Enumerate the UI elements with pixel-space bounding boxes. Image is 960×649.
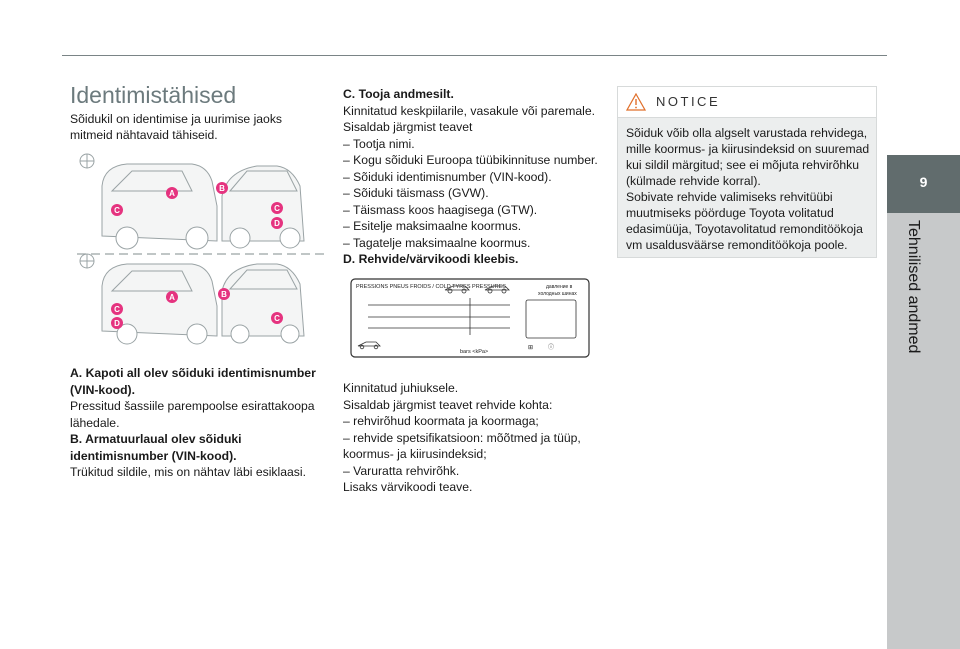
- notice-header: NOTICE: [618, 87, 876, 118]
- chapter-sidebar: [887, 213, 960, 649]
- svg-text:C: C: [274, 314, 280, 323]
- item-c-heading: C. Tooja andmesilt.: [343, 87, 454, 101]
- item-a-heading: A. Kapoti all olev sõiduki identimisnumb…: [70, 366, 316, 397]
- svg-text:ⓘ: ⓘ: [548, 343, 554, 351]
- chapter-tab[interactable]: 9: [887, 155, 960, 213]
- item-c-line: – Sõiduki täismass (GVW).: [343, 186, 489, 200]
- svg-text:C: C: [274, 204, 280, 213]
- item-d-line: Lisaks värvikoodi teave.: [343, 480, 473, 494]
- notice-title: NOTICE: [656, 94, 721, 109]
- manufacturer-plate-info: C. Tooja andmesilt. Kinnitatud keskpiila…: [343, 86, 605, 268]
- svg-text:⊞: ⊞: [528, 345, 533, 351]
- marker-c-top-left: C: [111, 204, 123, 216]
- item-b-body: Trükitud sildile, mis on nähtav läbi esi…: [70, 465, 306, 479]
- item-c-line: – Tootja nimi.: [343, 136, 415, 151]
- item-d-line: – rehvirõhud koormata ja koormaga;: [343, 414, 539, 428]
- svg-text:B: B: [219, 184, 225, 193]
- header-rule: [62, 55, 914, 56]
- svg-text:C: C: [114, 305, 120, 314]
- notice-box: NOTICE Sõiduk võib olla algselt varustad…: [617, 86, 877, 258]
- svg-text:A: A: [169, 189, 175, 198]
- item-b-heading: B. Armatuurlaual olev sõiduki identimisn…: [70, 432, 242, 463]
- marker-d-top: D: [271, 217, 283, 229]
- svg-text:C: C: [114, 206, 120, 215]
- vehicle-illustration: A B C C D A B C D C: [77, 153, 324, 345]
- side-tab-spacer: [887, 0, 960, 155]
- chapter-number: 9: [919, 174, 928, 190]
- item-c-line: Kinnitatud keskpiilarile, vasakule või p…: [343, 103, 596, 118]
- marker-c-bottom-right: C: [271, 312, 283, 324]
- item-c-line: Sisaldab järgmist teavet: [343, 120, 473, 134]
- marker-b-bottom: B: [218, 288, 230, 300]
- item-d-line: – Varuratta rehvirõhk.: [343, 463, 460, 478]
- warning-triangle-icon: [626, 93, 646, 111]
- label-header: PRESSIONS PNEUS FROIDS / COLD TYRES PRES…: [356, 284, 506, 290]
- section-intro: Sõidukil on identimise ja uurimise jaoks…: [70, 112, 283, 142]
- svg-text:D: D: [114, 319, 120, 328]
- svg-text:A: A: [169, 293, 175, 302]
- label-cyrillic-1: давление в: [546, 284, 573, 290]
- tyre-pressure-label: PRESSIONS PNEUS FROIDS / COLD TYRES PRES…: [350, 278, 590, 358]
- svg-text:B: B: [221, 290, 227, 299]
- svg-text:D: D: [274, 219, 280, 228]
- item-c-line: – Kogu sõiduki Euroopa tüübikinnituse nu…: [343, 153, 598, 167]
- marker-a-bottom: A: [166, 291, 178, 303]
- vin-items: A. Kapoti all olev sõiduki identimisnumb…: [70, 365, 328, 481]
- label-units: bars <kPa>: [460, 349, 488, 355]
- item-d-line: Kinnitatud juhiuksele.: [343, 381, 459, 395]
- item-a-body: Pressitud šassiile parempoolse esirattak…: [70, 399, 315, 430]
- item-c-line: – Esitelje maksimaalne koormus.: [343, 219, 522, 233]
- tyre-label-info: Kinnitatud juhiuksele. Sisaldab järgmist…: [343, 380, 605, 496]
- item-c-line: – Tagatelje maksimaalne koormus.: [343, 235, 531, 250]
- marker-d-bottom: D: [111, 317, 123, 329]
- marker-a-top: A: [166, 187, 178, 199]
- marker-c-top-right: C: [271, 202, 283, 214]
- label-cyrillic-2: холодных шинах: [538, 291, 577, 297]
- marker-b-top: B: [216, 182, 228, 194]
- item-d-heading: D. Rehvide/värvikoodi kleebis.: [343, 252, 519, 266]
- section-title: Identimistähised: [70, 82, 237, 108]
- item-c-line: – Täismass koos haagisega (GTW).: [343, 202, 538, 217]
- item-d-line: – rehvide spetsifikatsioon: mõõtmed ja t…: [343, 430, 581, 462]
- marker-c-bottom-left: C: [111, 303, 123, 315]
- item-d-line: Sisaldab järgmist teavet rehvide kohta:: [343, 397, 553, 412]
- chapter-title: Tehnilised andmed: [905, 220, 922, 354]
- notice-body: Sõiduk võib olla algselt varustada rehvi…: [626, 126, 870, 252]
- item-c-line: – Sõiduki identimisnumber (VIN-kood).: [343, 169, 552, 184]
